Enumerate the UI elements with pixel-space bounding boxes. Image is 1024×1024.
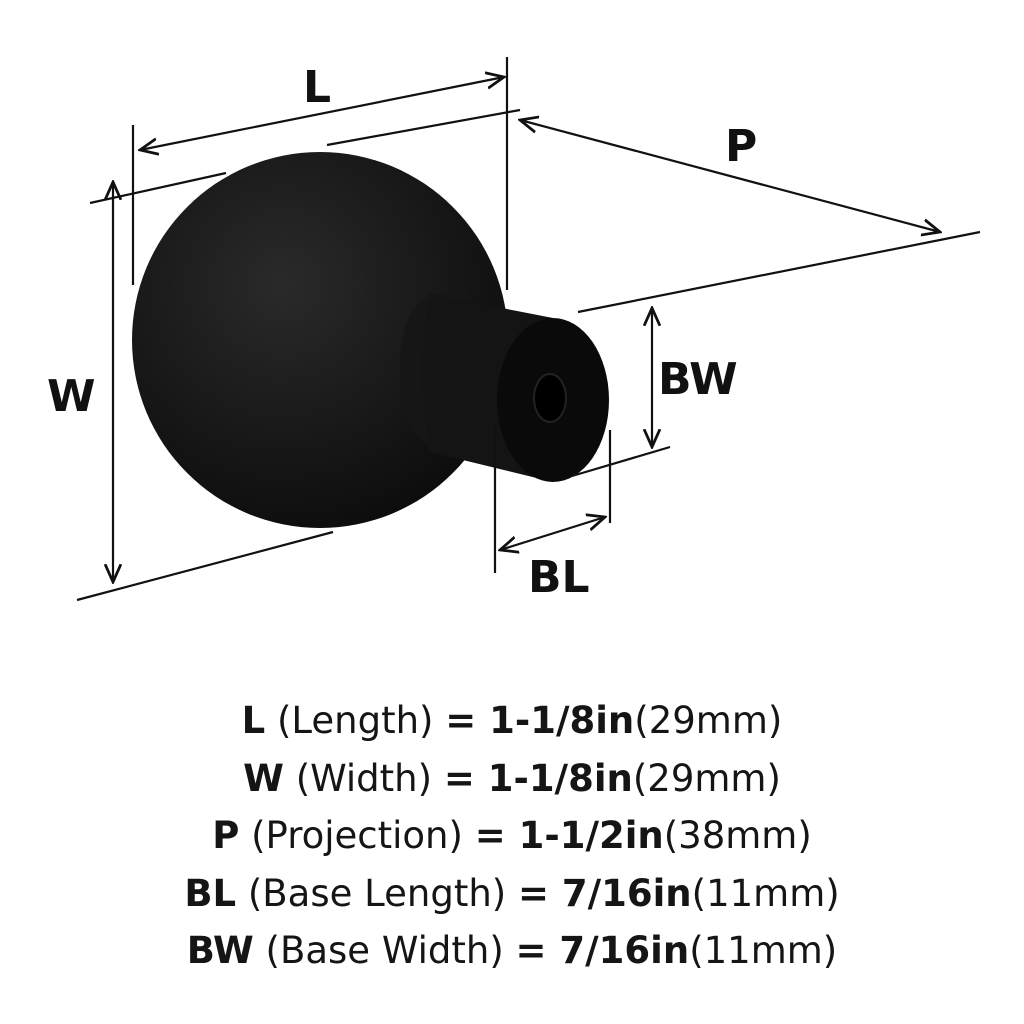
- spec-projection: P (Projection) = 1-1/2in(38mm): [0, 807, 1024, 865]
- label-width: W: [47, 371, 96, 422]
- label-projection: P: [725, 121, 758, 172]
- spec-name: (Width): [295, 756, 433, 800]
- spec-code: W: [243, 756, 284, 800]
- dimension-lines: [76, 57, 981, 602]
- spec-value: = 7/16in: [517, 871, 692, 915]
- knob: [132, 152, 609, 528]
- spec-metric: (38mm): [663, 814, 812, 857]
- knob-sphere: [132, 152, 508, 528]
- spec-code: BL: [184, 871, 237, 915]
- spec-code: BW: [186, 929, 254, 972]
- spec-name: (Base Length): [247, 871, 507, 915]
- spec-code: L: [241, 699, 266, 742]
- label-base-width: BW: [658, 354, 738, 405]
- spec-code: P: [212, 814, 240, 857]
- spec-value: = 1-1/2in: [474, 814, 664, 857]
- spec-base-width: BW (Base Width) = 7/16in(11mm): [0, 922, 1024, 980]
- label-base-length: BL: [528, 552, 590, 603]
- spec-value: = 1-1/8in: [443, 756, 633, 800]
- spec-metric: (29mm): [634, 699, 783, 742]
- spec-metric: (11mm): [689, 929, 838, 972]
- specifications-list: L (Length) = 1-1/8in(29mm) W (Width) = 1…: [0, 692, 1024, 980]
- label-length: L: [303, 62, 332, 113]
- spec-name: (Length): [277, 699, 434, 742]
- spec-metric: (11mm): [691, 871, 840, 915]
- spec-name: (Projection): [251, 814, 463, 857]
- spec-width: W (Width) = 1-1/8in(29mm): [0, 750, 1024, 808]
- spec-value: = 1-1/8in: [445, 699, 635, 742]
- spec-metric: (29mm): [632, 756, 781, 800]
- knob-dimension-diagram: [76, 57, 981, 602]
- spec-value: = 7/16in: [515, 929, 690, 972]
- spec-name: (Base Width): [265, 929, 504, 972]
- spec-length: L (Length) = 1-1/8in(29mm): [0, 692, 1024, 750]
- mounting-hole: [533, 373, 567, 423]
- spec-base-length: BL (Base Length) = 7/16in(11mm): [0, 865, 1024, 923]
